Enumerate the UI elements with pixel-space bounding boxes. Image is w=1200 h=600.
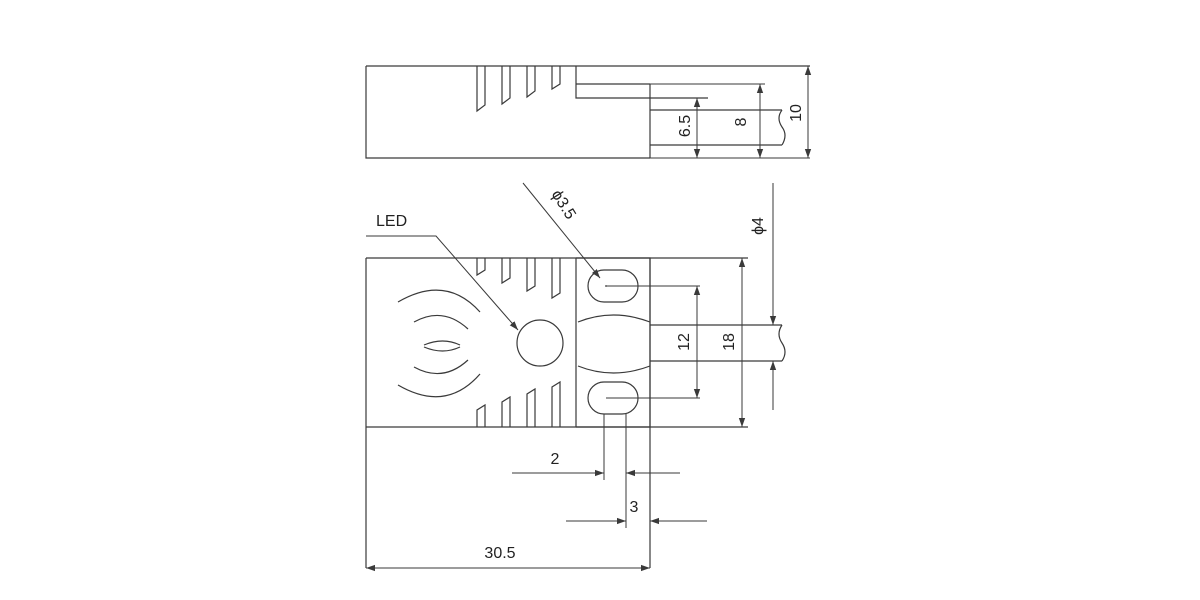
dim-label-3: 3 xyxy=(630,499,639,516)
top-view-cable xyxy=(650,324,786,362)
cable-diameter-label: ϕ4 xyxy=(750,217,767,235)
dim-label-2: 2 xyxy=(551,451,560,468)
side-view: 6.5 8 10 xyxy=(365,65,812,159)
hole-diameter-leader xyxy=(522,182,601,279)
sensing-wave-icon xyxy=(397,289,481,398)
dim-label-18: 18 xyxy=(721,333,738,351)
led-leader-line xyxy=(366,235,519,331)
dim-label-10: 10 xyxy=(788,104,805,122)
led-label: LED xyxy=(376,213,407,230)
hole-diameter-label: ϕ3.5 xyxy=(548,187,579,223)
top-view-vent-slots-lower xyxy=(476,380,561,427)
dim-label-8: 8 xyxy=(733,117,750,126)
led-indicator xyxy=(516,319,564,367)
dim-label-6-5: 6.5 xyxy=(677,115,694,137)
side-view-cable xyxy=(650,109,786,146)
dim-label-12: 12 xyxy=(676,333,693,351)
top-view-vent-slots-upper xyxy=(476,258,561,300)
top-view: LED ϕ3.5 ϕ4 12 18 2 xyxy=(365,182,786,572)
dim-label-30-5: 30.5 xyxy=(484,545,515,562)
side-view-vent-slots xyxy=(476,66,561,113)
